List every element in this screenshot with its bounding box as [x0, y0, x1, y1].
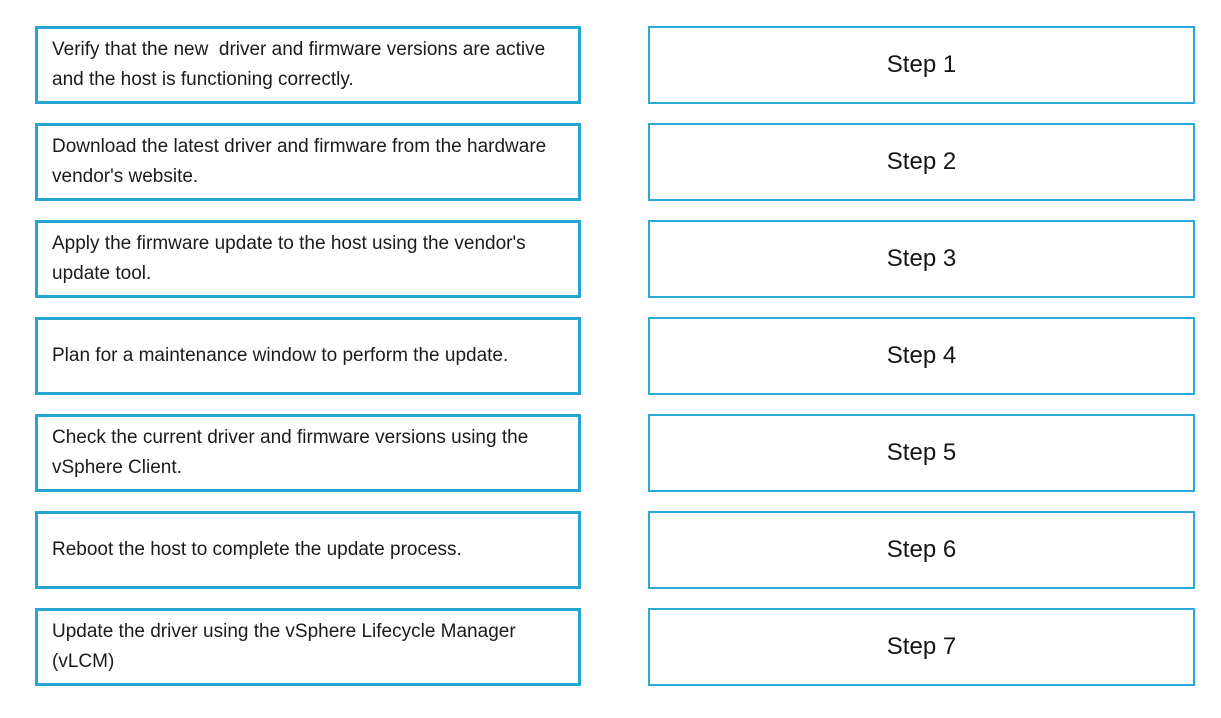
step-slot-3[interactable]: Step 3 — [648, 220, 1195, 298]
task-card-label: Verify that the new driver and firmware … — [52, 39, 551, 90]
step-slot-1[interactable]: Step 1 — [648, 26, 1195, 104]
step-slot-2[interactable]: Step 2 — [648, 123, 1195, 201]
task-card-reboot-host[interactable]: Reboot the host to complete the update p… — [35, 511, 581, 589]
step-slot-label: Step 3 — [886, 245, 957, 272]
step-slot-label: Step 2 — [886, 148, 957, 175]
step-slot-label: Step 4 — [886, 342, 957, 369]
step-slot-5[interactable]: Step 5 — [648, 414, 1195, 492]
step-slot-label: Step 7 — [886, 633, 957, 660]
task-card-label: Download the latest driver and firmware … — [52, 136, 552, 187]
step-slot-label: Step 6 — [886, 536, 957, 563]
step-slot-7[interactable]: Step 7 — [648, 608, 1195, 686]
task-card-label: Check the current driver and firmware ve… — [52, 427, 534, 478]
task-card-label: Plan for a maintenance window to perform… — [52, 345, 509, 366]
task-card-label: Apply the firmware update to the host us… — [52, 233, 531, 284]
task-card-apply-firmware[interactable]: Apply the firmware update to the host us… — [35, 220, 581, 298]
step-slot-6[interactable]: Step 6 — [648, 511, 1195, 589]
task-card-update-driver-vlcm[interactable]: Update the driver using the vSphere Life… — [35, 608, 581, 686]
task-card-label: Reboot the host to complete the update p… — [52, 539, 462, 560]
step-slot-4[interactable]: Step 4 — [648, 317, 1195, 395]
task-card-plan-maintenance[interactable]: Plan for a maintenance window to perform… — [35, 317, 581, 395]
task-card-check-current-versions[interactable]: Check the current driver and firmware ve… — [35, 414, 581, 492]
tasks-column: Verify that the new driver and firmware … — [35, 26, 581, 686]
step-slot-label: Step 5 — [886, 439, 957, 466]
task-card-download-latest[interactable]: Download the latest driver and firmware … — [35, 123, 581, 201]
step-slot-label: Step 1 — [886, 51, 957, 78]
task-card-label: Update the driver using the vSphere Life… — [52, 621, 521, 672]
steps-column: Step 1 Step 2 Step 3 Step 4 Step 5 Step … — [648, 26, 1195, 686]
task-card-verify-new-versions[interactable]: Verify that the new driver and firmware … — [35, 26, 581, 104]
